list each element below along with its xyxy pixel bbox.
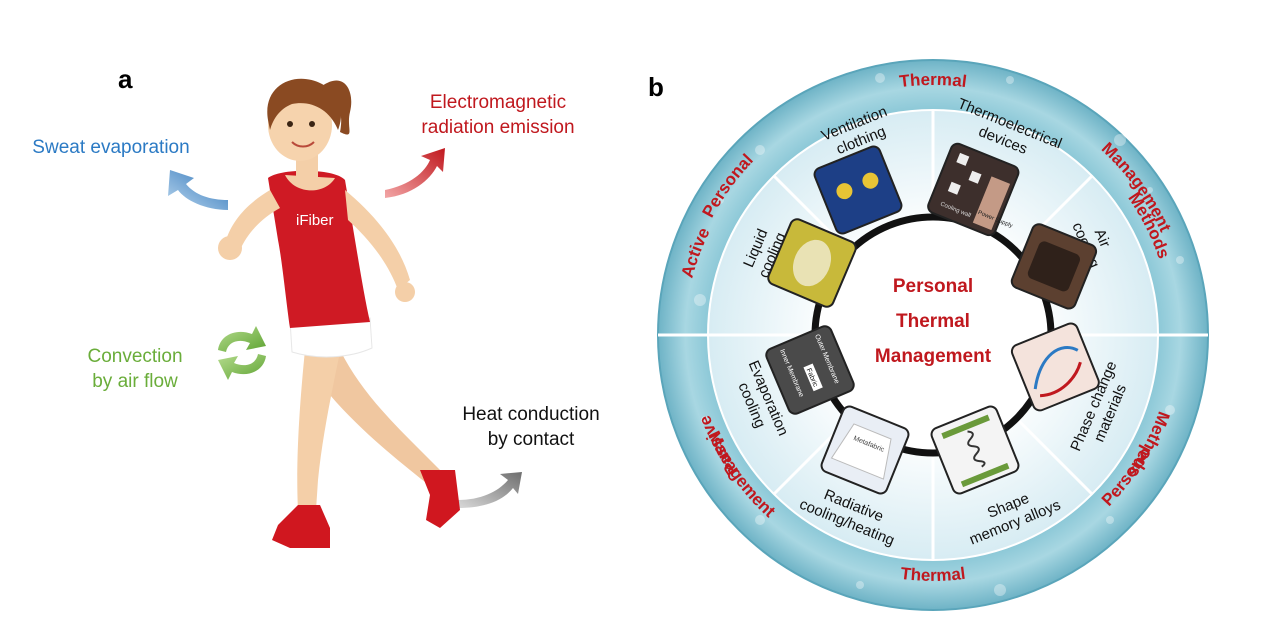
center-line-2: Thermal — [896, 311, 970, 332]
phase-change-photo — [1010, 322, 1100, 412]
center-line-1: Personal — [893, 276, 973, 297]
radiative-cooling-photo: Metafabric — [820, 405, 910, 495]
radiation-arrow-icon — [385, 148, 445, 198]
radiation-line-2: radiation emission — [421, 117, 575, 138]
thermoelectric-devices-photo: Cooling wall Power Supply — [927, 142, 1020, 237]
conduction-label: Heat conduction by contact — [446, 402, 616, 452]
evaporation-cooling-photo: Outer Membrane Inner Membrane Fabric — [765, 325, 855, 415]
sweat-evaporation-label: Sweat evaporation — [32, 137, 190, 158]
center-line-3: Management — [875, 346, 992, 367]
ventilation-clothing-photo — [813, 145, 903, 235]
outer-top-thermal: Thermal — [898, 70, 967, 91]
liquid-cooling-photo — [767, 218, 857, 308]
convection-line-1: Convection — [87, 346, 183, 367]
runner-illustration: iFiber — [168, 78, 522, 548]
radiation-line-1: Electromagnetic — [429, 92, 567, 113]
shirt-logo: iFiber — [296, 212, 334, 229]
conduction-line-2: by contact — [487, 429, 575, 450]
convection-cycle-icon — [218, 326, 266, 380]
conduction-line-1: Heat conduction — [462, 404, 600, 425]
sweat-arrow-icon — [168, 170, 228, 210]
radiation-emission-label: Electromagnetic radiation emission — [398, 90, 598, 140]
convection-label: Convection by air flow — [70, 344, 200, 394]
conduction-arrow-icon — [458, 472, 522, 508]
panel-b-label: b — [648, 72, 664, 102]
shape-memory-photo — [930, 405, 1020, 495]
air-cooling-photo — [1010, 223, 1098, 310]
runner-figure — [218, 78, 460, 548]
convection-line-2: by air flow — [92, 371, 178, 392]
outer-bottom-thermal: Thermal — [900, 564, 967, 585]
water-droplet-pattern — [694, 73, 1184, 596]
svg-text:Air: Air — [1091, 226, 1114, 250]
panel-a-label: a — [118, 64, 133, 94]
